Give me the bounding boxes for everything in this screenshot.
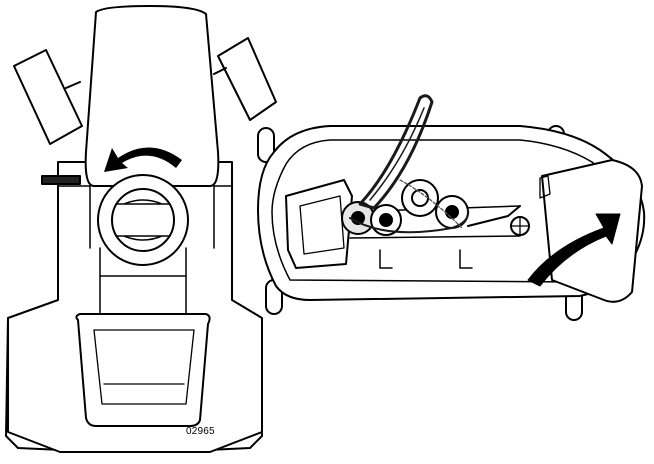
discharge-chute xyxy=(541,159,643,303)
steering-wheel xyxy=(97,174,189,266)
engine-pulley xyxy=(401,179,439,217)
front-right-wheel xyxy=(217,37,277,121)
seat xyxy=(75,313,211,427)
rotate-left-arrow-icon xyxy=(104,147,182,172)
spindle-pulley xyxy=(435,195,469,229)
mower-deck-top-view xyxy=(257,94,646,321)
hood xyxy=(84,5,220,187)
drive-belt xyxy=(358,94,434,210)
pulley-cover xyxy=(285,179,353,269)
spindle-pulley xyxy=(370,204,402,236)
gauge-wheel xyxy=(257,127,275,163)
figure-number: 02965 xyxy=(186,426,215,437)
lift-up-arrow-icon xyxy=(527,213,621,287)
front-left-wheel xyxy=(13,49,83,145)
tractor-top-view xyxy=(5,5,277,453)
lift-lever xyxy=(41,175,81,185)
steering-column xyxy=(99,247,187,277)
